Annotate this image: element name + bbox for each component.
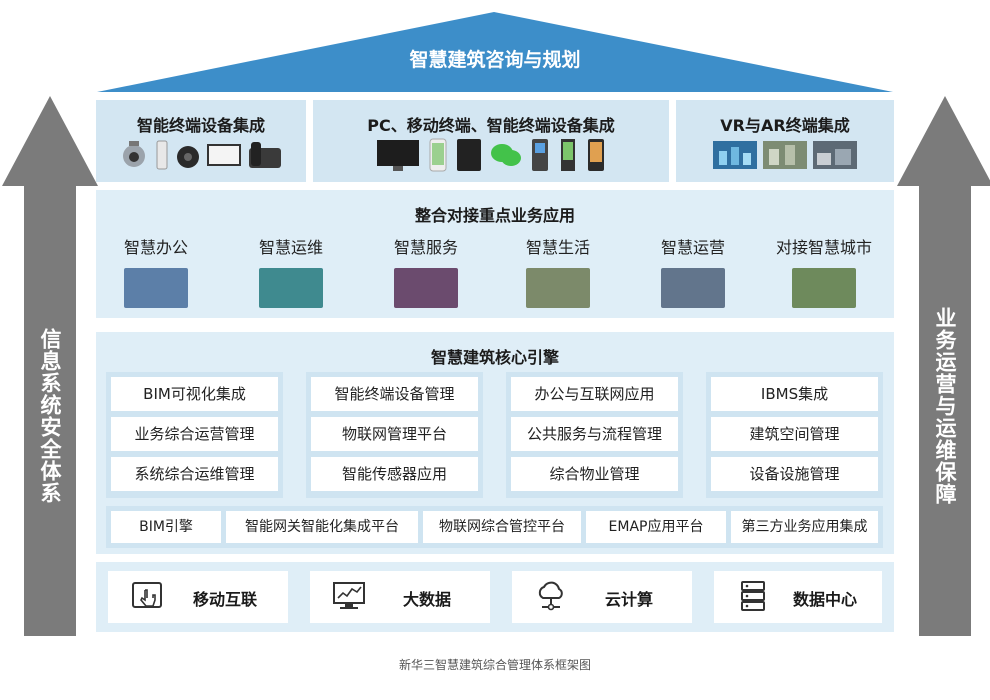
- app-label: 对接智慧城市: [775, 238, 872, 257]
- device-group-title: PC、移动终端、智能终端设备集成: [367, 116, 615, 135]
- app-smart-office: 智慧办公: [96, 234, 216, 308]
- desk-phone-icon: [249, 142, 281, 168]
- core-item: 设备设施管理: [711, 457, 878, 491]
- app-image: [661, 268, 725, 308]
- infrastructure-panel: 移动互联 大数据 云计算: [96, 562, 894, 632]
- core-group-ibms: IBMS集成 建筑空间管理 设备设施管理: [706, 372, 883, 498]
- app-smart-operation: 智慧运营: [633, 234, 753, 308]
- core-group-bim: BIM可视化集成 业务综合运营管理 系统综合运维管理: [106, 372, 283, 498]
- app-smart-maintenance: 智慧运维: [231, 234, 351, 308]
- core-item: 综合物业管理: [511, 457, 678, 491]
- figure-caption: 新华三智慧建筑综合管理体系框架图: [398, 658, 591, 672]
- server-rack-icon: [741, 581, 765, 611]
- touch-screen-icon: [132, 582, 162, 608]
- vr-scene-image: [813, 141, 857, 169]
- core-item: IBMS集成: [711, 377, 878, 411]
- left-arrow-label: 信息系统安全体系: [38, 328, 62, 504]
- app-label: 智慧运维: [258, 238, 323, 257]
- card-reader-icon: [156, 140, 168, 170]
- monitor-chart-icon: [333, 582, 365, 609]
- core-item: 智能传感器应用: [311, 457, 478, 491]
- smartphone-icon: [429, 138, 447, 172]
- platform-item: 第三方业务应用集成: [731, 511, 878, 543]
- app-label: 智慧办公: [123, 238, 188, 257]
- tablet-icon: [457, 139, 481, 171]
- app-label: 智慧生活: [525, 238, 590, 257]
- app-image: [394, 268, 458, 308]
- device-group-title: VR与AR终端集成: [720, 116, 850, 135]
- device-group-smart-terminal: 智能终端设备集成: [96, 100, 306, 182]
- monitor-icon: [377, 140, 419, 171]
- infra-label: 大数据: [402, 590, 451, 609]
- platform-item: EMAP应用平台: [586, 511, 726, 543]
- device-group-title: 智能终端设备集成: [136, 116, 265, 135]
- surveillance-camera-icon: [123, 141, 145, 167]
- dome-camera-icon: [177, 146, 199, 168]
- infra-big-data: 大数据: [310, 571, 490, 623]
- core-item: 办公与互联网应用: [511, 377, 678, 411]
- core-group-terminal: 智能终端设备管理 物联网管理平台 智能传感器应用: [306, 372, 483, 498]
- infra-label: 云计算: [604, 590, 653, 609]
- device-group-vr-ar: VR与AR终端集成: [676, 100, 894, 182]
- business-applications-panel: 整合对接重点业务应用 智慧办公 智慧运维 智慧服务 智慧生活 智慧运营 对接智慧…: [96, 190, 894, 318]
- kiosk-icon: [588, 139, 604, 171]
- app-smart-life: 智慧生活: [498, 234, 618, 308]
- cloud-network-icon: [538, 581, 563, 611]
- kiosk-icon: [532, 139, 548, 171]
- core-item: 业务综合运营管理: [111, 417, 278, 451]
- left-arrow: 信息系统安全体系: [2, 96, 98, 636]
- app-smart-service: 智慧服务: [366, 234, 486, 308]
- infra-label: 移动互联: [192, 590, 257, 609]
- core-item: 系统综合运维管理: [111, 457, 278, 491]
- platform-item: 物联网综合管控平台: [423, 511, 581, 543]
- infra-cloud-computing: 云计算: [512, 571, 692, 623]
- app-smart-city: 对接智慧城市: [764, 234, 884, 308]
- app-image: [526, 268, 590, 308]
- vr-scene-image: [713, 141, 757, 169]
- app-image: [124, 268, 188, 308]
- device-group-pc-mobile: PC、移动终端、智能终端设备集成: [313, 100, 669, 182]
- core-item: BIM可视化集成: [111, 377, 278, 411]
- app-image: [792, 268, 856, 308]
- platform-item: 智能网关智能化集成平台: [226, 511, 418, 543]
- app-image: [259, 268, 323, 308]
- display-panel-icon: [207, 144, 241, 166]
- core-engine-panel: 智慧建筑核心引擎 BIM可视化集成 业务综合运营管理 系统综合运维管理 智能终端…: [96, 332, 894, 554]
- wechat-icon: [491, 144, 521, 166]
- core-item: 物联网管理平台: [311, 417, 478, 451]
- platform-row: BIM引擎 智能网关智能化集成平台 物联网综合管控平台 EMAP应用平台 第三方…: [106, 506, 883, 548]
- app-label: 智慧服务: [393, 238, 458, 257]
- vr-scene-image: [763, 141, 807, 169]
- roof-title: 智慧建筑咨询与规划: [409, 49, 581, 71]
- core-group-office: 办公与互联网应用 公共服务与流程管理 综合物业管理: [506, 372, 683, 498]
- infra-label: 数据中心: [792, 590, 857, 609]
- platform-item: BIM引擎: [111, 511, 221, 543]
- roof-shape: [97, 12, 893, 92]
- right-arrow-label: 业务运营与运维保障: [933, 307, 957, 505]
- core-item: 建筑空间管理: [711, 417, 878, 451]
- kiosk-icon: [561, 139, 575, 171]
- infra-data-center: 数据中心: [714, 571, 882, 623]
- core-item: 公共服务与流程管理: [511, 417, 678, 451]
- business-title: 整合对接重点业务应用: [414, 206, 575, 225]
- core-item: 智能终端设备管理: [311, 377, 478, 411]
- core-title: 智慧建筑核心引擎: [430, 348, 559, 367]
- app-label: 智慧运营: [660, 238, 725, 257]
- infra-mobile-internet: 移动互联: [108, 571, 288, 623]
- right-arrow: 业务运营与运维保障: [897, 96, 990, 636]
